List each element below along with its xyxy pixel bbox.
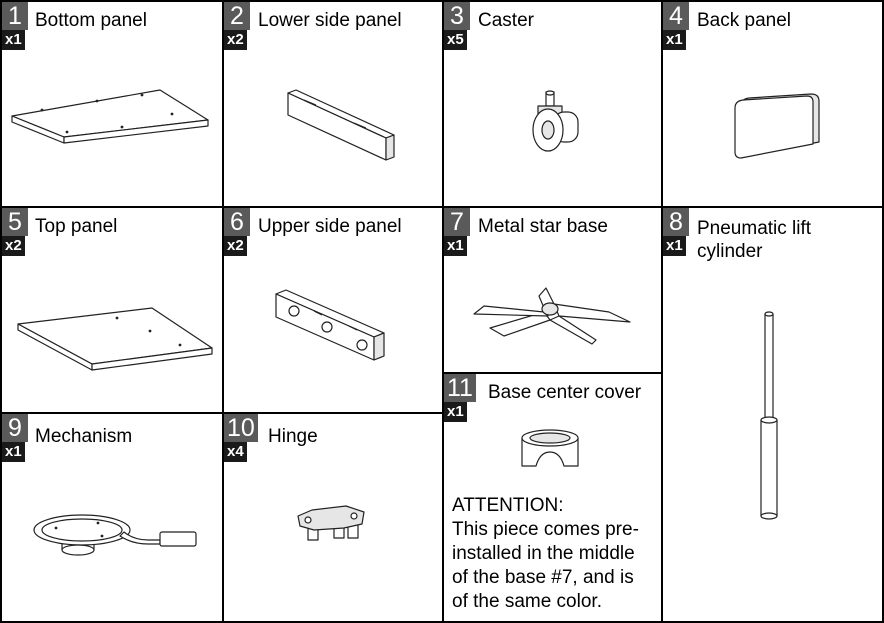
- part-number: 5: [2, 208, 28, 236]
- part-name: Hinge: [268, 426, 318, 447]
- back-panel-icon: [734, 93, 820, 159]
- part-cell-metal-star-base: 7 x1 Metal star base: [442, 206, 663, 374]
- part-cell-bottom-panel: 1 x1 Bottom panel: [0, 0, 224, 208]
- part-name: Top panel: [35, 216, 118, 237]
- part-quantity: x5: [444, 30, 467, 50]
- part-cell-base-center-cover: 11 x1 Base center cover ATTENTION: This …: [442, 372, 663, 623]
- part-cell-lower-side-panel: 2 x2 Lower side panel: [222, 0, 444, 208]
- part-cell-upper-side-panel: 6 x2 Upper side panel: [222, 206, 444, 414]
- attention-line-1: This piece comes pre-: [452, 519, 639, 540]
- part-quantity: x4: [224, 442, 247, 462]
- top-panel-icon: [17, 307, 213, 371]
- part-number: 2: [224, 2, 250, 30]
- bottom-panel-icon: [11, 89, 209, 144]
- mechanism-icon: [33, 514, 197, 556]
- part-quantity: x2: [224, 30, 247, 50]
- part-cell-mechanism: 9 x1 Mechanism: [0, 412, 224, 623]
- part-number: 7: [444, 208, 470, 236]
- part-number: 11: [444, 374, 476, 402]
- upper-side-panel-icon: [275, 289, 385, 361]
- part-name-line-1: Pneumatic lift: [697, 218, 812, 239]
- attention-line-4: of the same color.: [452, 591, 602, 612]
- part-quantity: x1: [444, 402, 467, 422]
- part-quantity: x2: [2, 236, 25, 256]
- part-number: 6: [224, 208, 250, 236]
- part-name: Back panel: [697, 10, 792, 31]
- caster-icon: [532, 90, 579, 152]
- part-quantity: x1: [663, 236, 686, 256]
- lower-side-panel-icon: [287, 89, 395, 161]
- part-name: Metal star base: [478, 216, 608, 237]
- base-cover-icon: [521, 429, 579, 467]
- part-number: 1: [2, 2, 28, 30]
- part-number: 8: [663, 208, 689, 236]
- part-cell-hinge: 10 x4 Hinge: [222, 412, 444, 623]
- part-quantity: x1: [2, 30, 25, 50]
- hinge-icon: [297, 505, 365, 541]
- attention-line-3: of the base #7, and is: [452, 567, 634, 588]
- part-name: Upper side panel: [258, 216, 402, 237]
- part-number: 4: [663, 2, 689, 30]
- part-name: Lower side panel: [258, 10, 402, 31]
- part-cell-pneumatic-lift-cylinder: 8 x1 Pneumatic lift cylinder: [661, 206, 884, 623]
- part-quantity: x1: [444, 236, 467, 256]
- part-name: Mechanism: [35, 426, 133, 447]
- part-name: Bottom panel: [35, 10, 147, 31]
- part-cell-top-panel: 5 x2 Top panel: [0, 206, 224, 414]
- part-number: 9: [2, 414, 28, 442]
- part-cell-back-panel: 4 x1 Back panel: [661, 0, 884, 208]
- part-number: 3: [444, 2, 470, 30]
- attention-line-2: installed in the middle: [452, 543, 635, 564]
- part-name: Caster: [478, 10, 534, 31]
- part-quantity: x1: [2, 442, 25, 462]
- part-cell-caster: 3 x5 Caster: [442, 0, 663, 208]
- part-number: 10: [224, 414, 258, 442]
- part-name-line-2: cylinder: [697, 241, 763, 262]
- star-base-icon: [473, 287, 631, 345]
- part-quantity: x1: [663, 30, 686, 50]
- part-name: Base center cover: [488, 382, 642, 403]
- lift-cylinder-icon: [760, 311, 778, 520]
- part-quantity: x2: [224, 236, 247, 256]
- attention-title: ATTENTION:: [452, 495, 564, 516]
